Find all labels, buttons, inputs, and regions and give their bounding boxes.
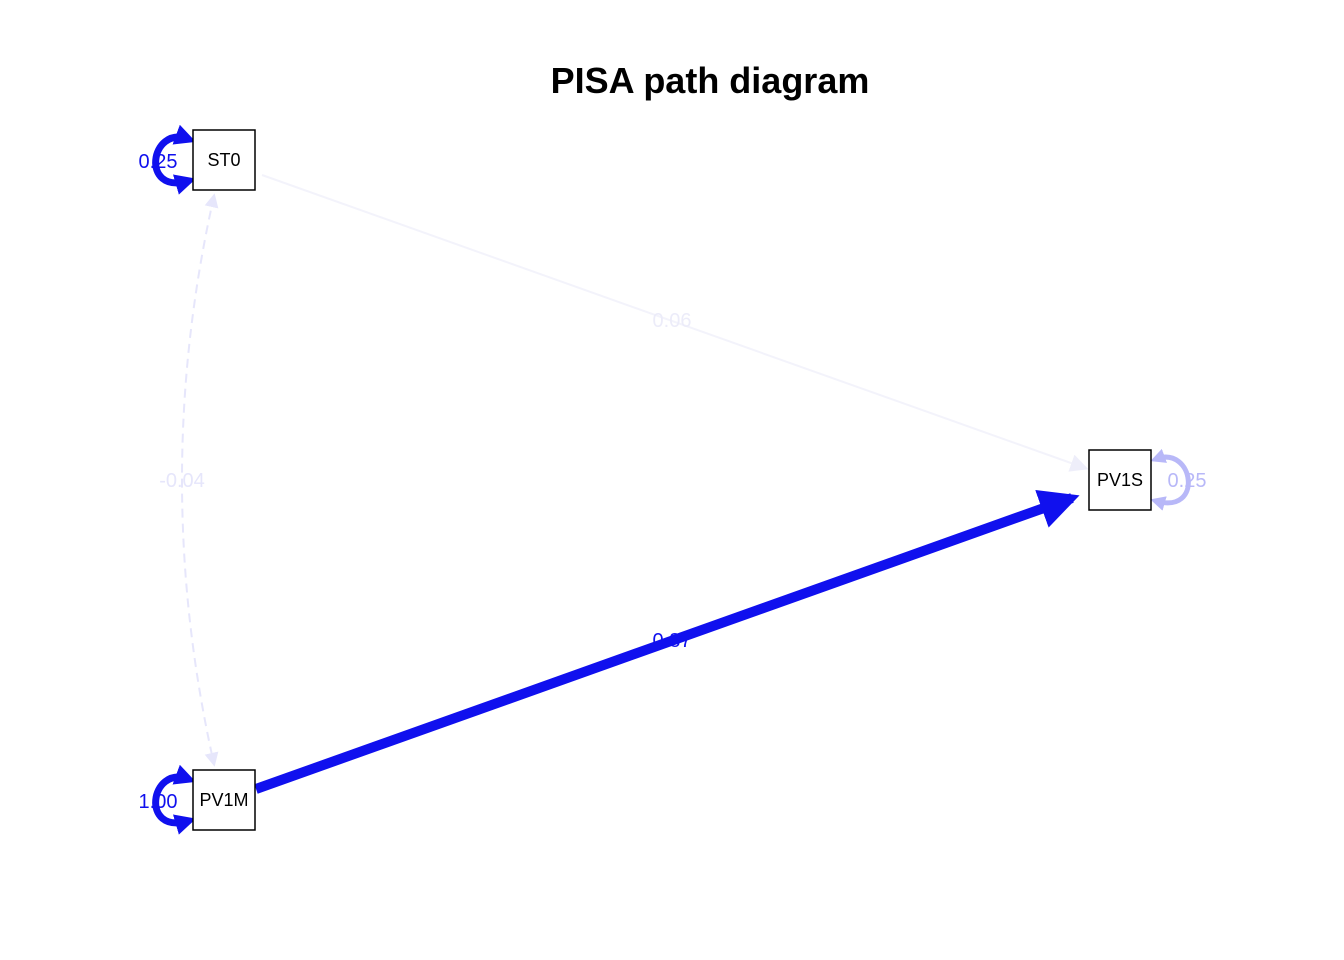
node-pv1s: PV1S <box>1088 449 1152 511</box>
variance-pv1m-loop <box>152 764 197 835</box>
edge-st0-pv1s-line <box>261 174 1089 472</box>
node-st0-box <box>192 129 256 191</box>
variance-pv1s-loop <box>1150 448 1191 511</box>
variance-pv1s: 0.25 <box>1150 448 1207 511</box>
node-st0-label: ST0 <box>207 150 240 170</box>
edge-pv1m-pv1s: 0.87 <box>254 489 1080 794</box>
variance-pv1s-label: 0.25 <box>1168 470 1207 492</box>
node-pv1m-box <box>192 769 256 831</box>
node-pv1m-label: PV1M <box>199 790 248 810</box>
edge-st0-pv1s: 0.06 <box>261 174 1089 472</box>
variance-pv1m: 1.00 <box>139 764 197 835</box>
variance-st0: 0.25 <box>139 124 197 195</box>
diagram-title: PISA path diagram <box>551 60 870 101</box>
node-pv1s-box <box>1088 449 1152 511</box>
variance-st0-loop <box>152 124 197 195</box>
edge-pv1m-pv1s-line <box>254 489 1080 794</box>
node-pv1m: PV1M <box>192 769 256 831</box>
variance-st0-label: 0.25 <box>139 151 178 173</box>
covariance-st0-pv1m-curve <box>181 193 219 767</box>
edge-st0-pv1s-label: 0.06 <box>653 310 692 332</box>
covariance-st0-pv1m-label: -0.04 <box>159 470 205 492</box>
variance-pv1m-label: 1.00 <box>139 791 178 813</box>
edge-pv1m-pv1s-label: 0.87 <box>653 630 692 652</box>
node-st0: ST0 <box>192 129 256 191</box>
node-pv1s-label: PV1S <box>1097 470 1143 490</box>
covariance-st0-pv1m: -0.04 <box>159 193 219 767</box>
